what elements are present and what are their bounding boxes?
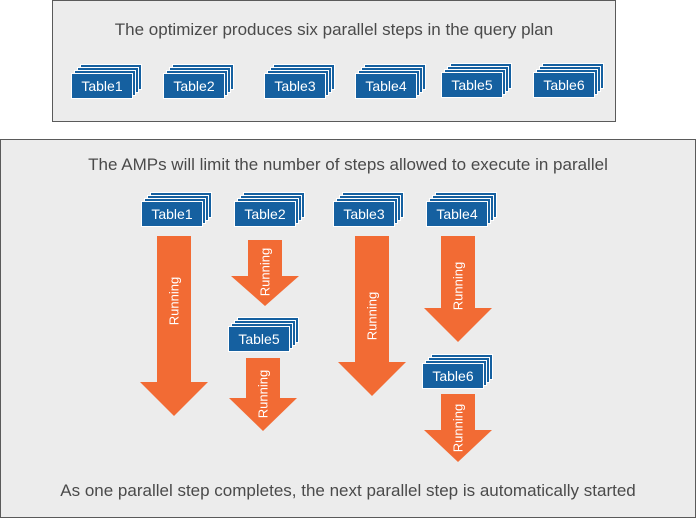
running-arrow-1: Running bbox=[140, 236, 208, 416]
running-arrow-2: Running bbox=[231, 240, 299, 306]
table-label: Table2 bbox=[234, 201, 296, 227]
table-label: Table1 bbox=[71, 73, 133, 99]
table-stack-top-5: Table5 bbox=[441, 63, 512, 98]
flow-table-4: Table4 bbox=[426, 192, 497, 227]
table-label: Table4 bbox=[355, 73, 417, 99]
running-label: Running bbox=[257, 247, 273, 297]
running-arrow-6: Running bbox=[424, 394, 492, 462]
table-stack-top-1: Table1 bbox=[71, 64, 142, 99]
flow-table-5: Table5 bbox=[228, 317, 299, 352]
flow-table-6: Table6 bbox=[422, 354, 493, 389]
running-label: Running bbox=[166, 276, 182, 326]
table-label: Table5 bbox=[228, 326, 290, 352]
flow-table-3: Table3 bbox=[333, 192, 404, 227]
running-label: Running bbox=[450, 261, 466, 311]
table-label: Table6 bbox=[533, 72, 595, 98]
optimizer-panel bbox=[52, 0, 616, 122]
amp-caption: The AMPs will limit the number of steps … bbox=[88, 155, 608, 174]
table-label: Table3 bbox=[264, 73, 326, 99]
table-label: Table3 bbox=[333, 201, 395, 227]
running-label: Running bbox=[450, 403, 466, 453]
completion-caption: As one parallel step completes, the next… bbox=[60, 481, 636, 500]
table-stack-top-3: Table3 bbox=[264, 64, 335, 99]
table-label: Table4 bbox=[426, 201, 488, 227]
table-label: Table6 bbox=[422, 363, 484, 389]
running-label: Running bbox=[255, 369, 271, 419]
flow-table-2: Table2 bbox=[234, 192, 305, 227]
table-label: Table1 bbox=[141, 201, 203, 227]
table-stack-top-2: Table2 bbox=[163, 64, 234, 99]
flow-table-1: Table1 bbox=[141, 192, 212, 227]
table-stack-top-6: Table6 bbox=[533, 63, 604, 98]
running-arrow-4: Running bbox=[424, 236, 492, 342]
optimizer-caption: The optimizer produces six parallel step… bbox=[114, 20, 554, 39]
running-arrow-3: Running bbox=[338, 236, 406, 396]
running-label: Running bbox=[364, 291, 380, 341]
table-stack-top-4: Table4 bbox=[355, 64, 426, 99]
table-label: Table2 bbox=[163, 73, 225, 99]
running-arrow-5: Running bbox=[229, 358, 297, 431]
table-label: Table5 bbox=[441, 72, 503, 98]
